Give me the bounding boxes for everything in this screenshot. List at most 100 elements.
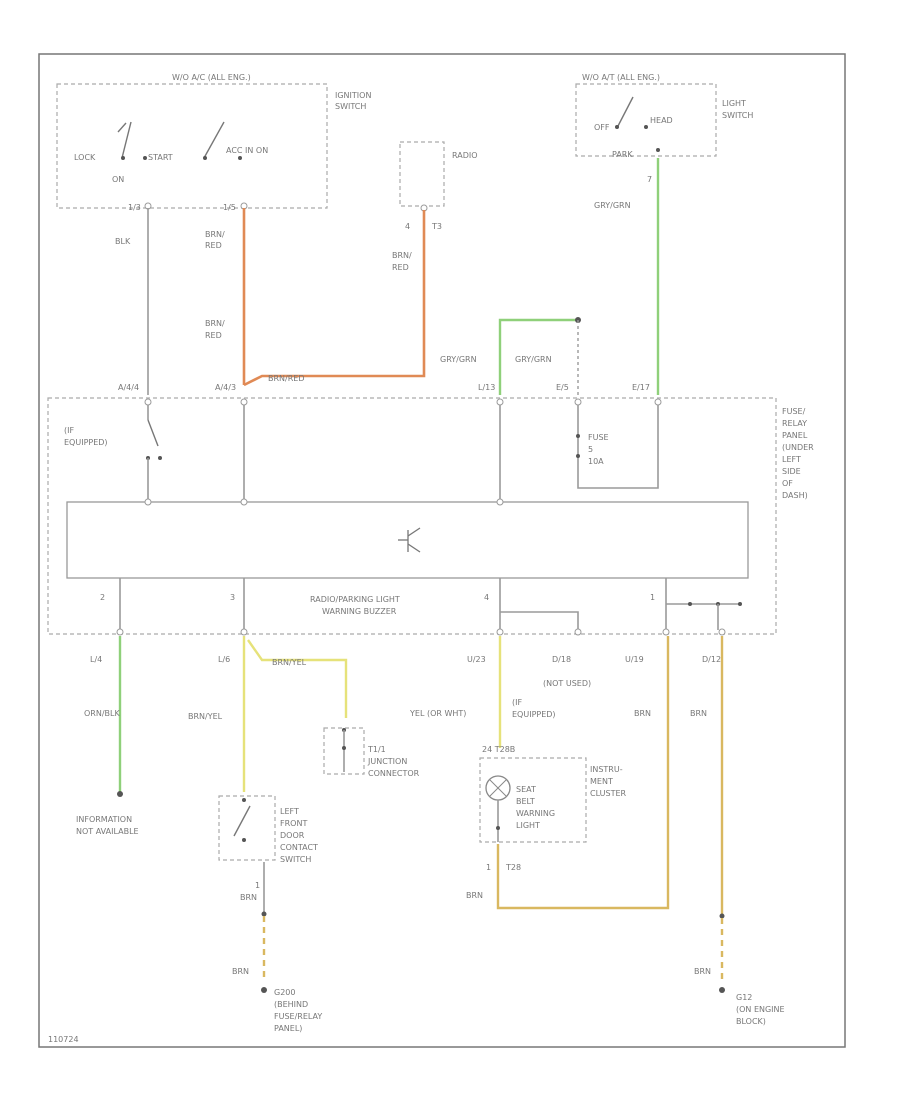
ground-right-id: G12 <box>736 993 752 1002</box>
cluster-name-1: INSTRU- <box>590 765 623 774</box>
ign-pos-acc: ACC IN ON <box>226 146 268 155</box>
pin-light: 7 <box>647 175 652 184</box>
wire-label-brn-6: BRN <box>694 967 711 976</box>
wire-label-brn-4: BRN <box>634 709 651 718</box>
not-used: (NOT USED) <box>543 679 591 688</box>
cluster-pin: 24 T28B <box>482 745 515 754</box>
ign-pos-lock: LOCK <box>74 153 96 162</box>
footer-code: 110724 <box>48 1035 79 1044</box>
wire-label-brn-red-3a: BRN/ <box>392 251 412 260</box>
panel-name-6: SIDE <box>782 467 801 476</box>
ignition-switch-name-1: IGNITION <box>335 91 371 100</box>
wire-gry-grn-fuse <box>498 318 577 395</box>
ground-left-2: FUSE/RELAY <box>274 1012 322 1021</box>
pin-d18: D/18 <box>552 655 571 664</box>
door-switch-label-1: LEFT <box>280 807 299 816</box>
ignition-switch: W/O A/C (ALL ENG.) IGNITION SWITCH LOCK … <box>56 73 371 212</box>
wire-label-orn-blk: ORN/BLK <box>84 709 120 718</box>
wire-label-brn-red-1a: BRN/ <box>205 230 225 239</box>
if-equipped-2a: (IF <box>512 698 522 707</box>
ground-right-1: (ON ENGINE <box>736 1005 785 1014</box>
door-switch-label-5: SWITCH <box>280 855 311 864</box>
pin-b2: 2 <box>100 593 105 602</box>
wire-label-brn-red-2b: RED <box>205 331 222 340</box>
light-switch-name-1: LIGHT <box>722 99 746 108</box>
panel-name-2: RELAY <box>782 419 807 428</box>
ignition-switch-header: W/O A/C (ALL ENG.) <box>172 73 251 82</box>
pin-b1: 1 <box>650 593 655 602</box>
pin-l13: L/13 <box>478 383 495 392</box>
pin-l6: L/6 <box>218 655 230 664</box>
ignition-switch-name-2: SWITCH <box>335 102 366 111</box>
light-pos-park: PARK <box>612 150 633 159</box>
diagram-frame <box>38 53 846 1048</box>
pin-p1: 1 <box>255 881 260 890</box>
ground-left-id: G200 <box>274 988 295 997</box>
light-switch-header: W/O A/T (ALL ENG.) <box>582 73 660 82</box>
wire-label-brn-red-2a: BRN/ <box>205 319 225 328</box>
wire-brn-yel-h <box>247 639 348 718</box>
wire-label-brn-red-3b: RED <box>392 263 409 272</box>
if-equipped-1b: EQUIPPED) <box>64 438 108 447</box>
fuse-number: 5 <box>588 445 593 454</box>
radio: RADIO 4 T3 <box>399 141 478 231</box>
pin-l4: L/4 <box>90 655 102 664</box>
wire-label-blk: BLK <box>115 237 131 246</box>
door-switch-label-3: DOOR <box>280 831 305 840</box>
wire-brn-red-radio <box>243 210 426 387</box>
pin-e17: E/17 <box>632 383 650 392</box>
junction-label-2: JUNCTION <box>367 757 407 766</box>
panel-name-8: DASH) <box>782 491 808 500</box>
wire-label-brn-3: BRN <box>466 891 483 900</box>
pin-u19: U/19 <box>625 655 644 664</box>
pin-a4-4: A/4/4 <box>118 383 139 392</box>
wire-label-brn-2: BRN <box>232 967 249 976</box>
wire-label-gry-grn-left: GRY/GRN <box>440 355 477 364</box>
light-switch: W/O A/T (ALL ENG.) LIGHT SWITCH OFF HEAD… <box>575 73 753 184</box>
instrument-cluster: 24 T28B SEAT BELT WARNING LIGHT INSTRU- … <box>479 745 627 843</box>
if-equipped-2b: EQUIPPED) <box>512 710 556 719</box>
pin-ign-1: 1/3 <box>128 203 141 212</box>
if-equipped-1a: (IF <box>64 426 74 435</box>
wire-label-gry-grn-right: GRY/GRN <box>515 355 552 364</box>
pin-d12: D/12 <box>702 655 721 664</box>
junction-connector: T1/1 JUNCTION CONNECTOR <box>323 727 420 778</box>
panel-name-3: PANEL <box>782 431 808 440</box>
radio-pin: 4 <box>405 222 410 231</box>
fuse-label: FUSE <box>588 433 609 442</box>
lamp-label-1: SEAT <box>516 785 536 794</box>
wire-label-brn-yel-h: BRN/YEL <box>272 658 307 667</box>
wire-label-brn-red-1b: RED <box>205 241 222 250</box>
info-na-2: NOT AVAILABLE <box>76 827 139 836</box>
buzzer-symbol-icon <box>398 527 421 553</box>
cluster-name-2: MENT <box>590 777 613 786</box>
wire-label-brn-yel-v: BRN/YEL <box>188 712 223 721</box>
buzzer-label-1: RADIO/PARKING LIGHT <box>310 595 400 604</box>
ign-pos-start: START <box>148 153 173 162</box>
wire-label-brn-5: BRN <box>690 709 707 718</box>
cluster-name-3: CLUSTER <box>590 789 627 798</box>
radio-label: RADIO <box>452 151 478 160</box>
light-switch-name-2: SWITCH <box>722 111 753 120</box>
light-pos-off: OFF <box>594 123 610 132</box>
door-switch-label-2: FRONT <box>280 819 307 828</box>
pin-b4: 4 <box>484 593 489 602</box>
radio-connector: T3 <box>431 222 442 231</box>
pin-b3: 3 <box>230 593 235 602</box>
wire-brn-cluster <box>496 636 670 910</box>
pin-e5: E/5 <box>556 383 569 392</box>
pin-u23: U/23 <box>467 655 486 664</box>
pin-t28: T28 <box>505 863 521 872</box>
ground-right-2: BLOCK) <box>736 1017 766 1026</box>
lamp-label-2: BELT <box>516 797 535 806</box>
fuse-amps: 10A <box>588 457 604 466</box>
wire-label-brn-red-joint: BRN/RED <box>268 374 305 383</box>
lamp-label-3: WARNING <box>516 809 555 818</box>
lamp-label-4: LIGHT <box>516 821 540 830</box>
pin-p2: 1 <box>486 863 491 872</box>
wire-label-gry-grn-top: GRY/GRN <box>594 201 631 210</box>
ign-pos-on: ON <box>112 175 124 184</box>
buzzer-label-2: WARNING BUZZER <box>322 607 397 616</box>
door-switch-label-4: CONTACT <box>280 843 318 852</box>
